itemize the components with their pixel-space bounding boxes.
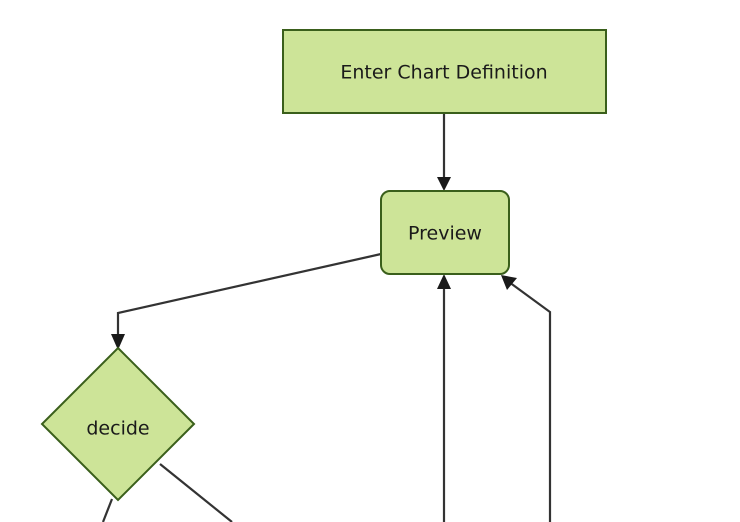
node-enter-chart-definition[interactable]: Enter Chart Definition [282,29,607,114]
edge-layer [101,113,552,522]
edge-enter-to-preview-arrowhead [437,177,451,191]
edge-bottom-right-to-preview-arrowhead [501,275,517,290]
edge-bottom-right-to-preview[interactable] [501,275,552,522]
edge-decide-down-right-line [159,463,233,522]
edge-bottom-center-to-preview-arrowhead [437,274,451,289]
edge-enter-to-preview[interactable] [437,113,451,191]
node-decide[interactable]: decide [40,346,196,502]
edge-decide-down-left[interactable] [101,498,114,522]
edge-decide-down-right[interactable] [159,463,233,522]
edge-preview-to-decide[interactable] [111,252,382,350]
node-enter-chart-definition-shape [282,29,607,114]
node-decide-shape [40,346,196,502]
node-preview-shape [380,190,510,275]
edge-preview-to-decide-arrowhead [111,334,125,350]
edge-bottom-center-to-preview[interactable] [437,274,451,522]
node-preview[interactable]: Preview [380,190,510,275]
node-layer: Enter Chart Definition Preview decide [40,29,607,502]
edge-bottom-right-to-preview-line [508,281,552,522]
edge-preview-to-decide-line [116,252,382,340]
edge-decide-down-left-line [101,498,114,522]
